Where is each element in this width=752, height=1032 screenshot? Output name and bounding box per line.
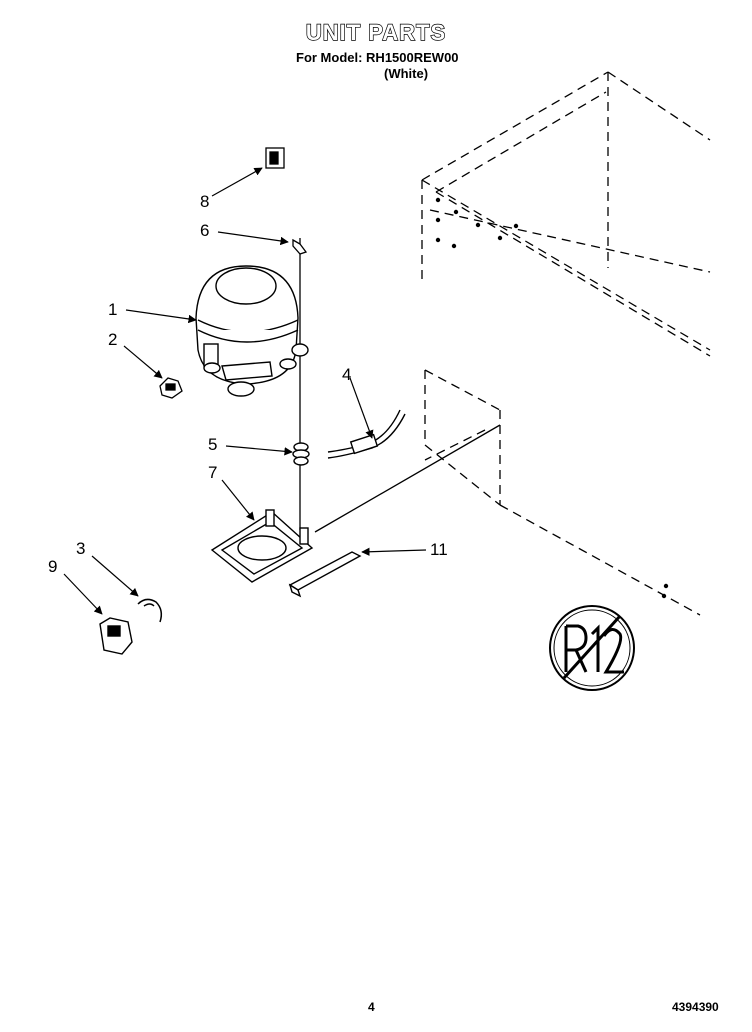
page-number: 4: [368, 1000, 375, 1014]
callout-9: 9: [48, 557, 57, 576]
refrigerant-r12-symbol: [549, 605, 635, 691]
leader-lines: [63, 167, 427, 615]
clip-part: [292, 238, 308, 255]
callout-4: 4: [342, 365, 351, 384]
base-plate-part: [210, 509, 314, 583]
page-title: UNIT PARTS: [305, 19, 447, 45]
heater-tube-part: [327, 409, 406, 459]
rail-part: [288, 551, 362, 598]
relay-part: [265, 147, 285, 169]
callout-3: 3: [76, 539, 85, 558]
callout-1: 1: [108, 300, 117, 319]
cabinet-outline: [421, 71, 711, 616]
document-number: 4394390: [672, 1000, 719, 1014]
cabinet-holes: [435, 197, 669, 599]
compressor-part: [195, 265, 309, 397]
clamp-part: [137, 598, 163, 623]
grommet-part: [292, 442, 310, 466]
overload-connector-part: [159, 377, 183, 399]
callout-11: 11: [430, 540, 448, 559]
callout-2: 2: [108, 330, 117, 349]
model-line: For Model: RH1500REW00: [296, 50, 459, 65]
relay-cover-part: [99, 617, 133, 655]
callout-7: 7: [208, 463, 217, 482]
callout-8: 8: [200, 192, 209, 211]
color-variant: (White): [384, 66, 429, 81]
callout-5: 5: [208, 435, 217, 454]
tubing-lines: [299, 238, 501, 533]
callout-6: 6: [200, 221, 209, 240]
